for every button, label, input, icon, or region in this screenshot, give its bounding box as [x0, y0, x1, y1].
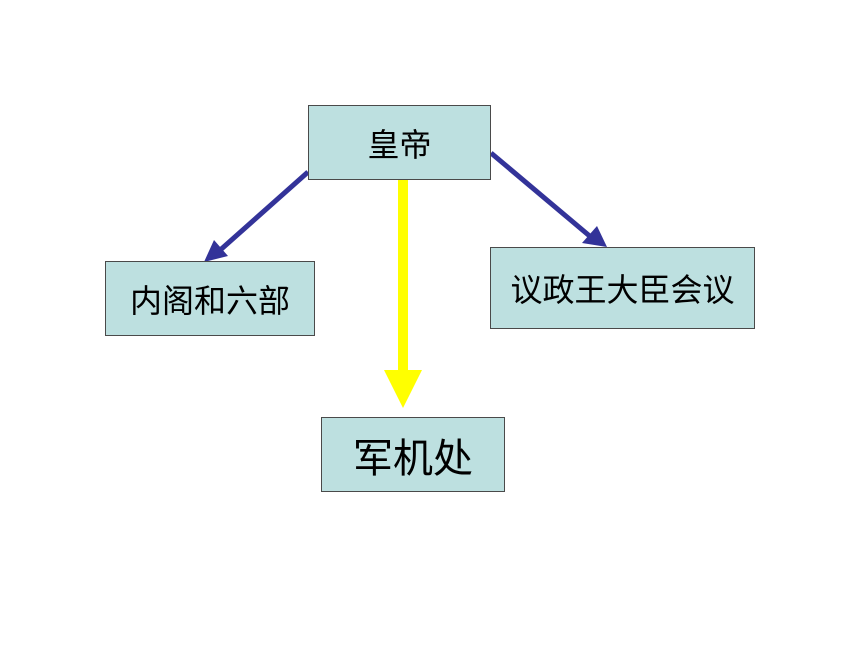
arrow-emperor-to-cabinet: [216, 170, 310, 254]
emperor-label: 皇帝: [367, 125, 432, 164]
grand-council-box: 军机处: [321, 417, 505, 492]
arrow-head-council: [582, 226, 607, 247]
grand-council-label: 军机处: [353, 435, 473, 482]
cabinet-ministries-label: 内阁和六部: [129, 281, 290, 320]
deliberative-council-label: 议政王大臣会议: [510, 271, 735, 309]
arrow-head-junjichu: [384, 370, 422, 408]
arrow-emperor-to-council: [489, 151, 594, 240]
cabinet-ministries-box: 内阁和六部: [105, 261, 315, 336]
deliberative-council-box: 议政王大臣会议: [490, 247, 755, 329]
arrow-emperor-to-junjichu: [398, 180, 408, 378]
emperor-box: 皇帝: [308, 105, 491, 180]
arrow-head-cabinet: [204, 240, 228, 262]
